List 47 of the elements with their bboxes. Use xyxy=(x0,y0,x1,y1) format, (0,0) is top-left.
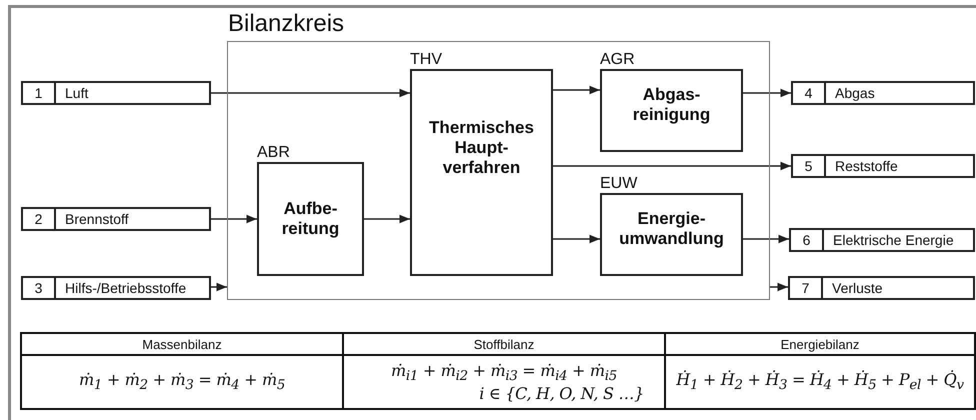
stream-label: Abgas xyxy=(834,85,875,101)
process-label: Energie- umwandlung xyxy=(618,209,725,249)
column-header: Massenbilanz xyxy=(142,336,222,352)
arrow xyxy=(553,86,600,94)
stream-number: 7 xyxy=(790,278,823,298)
stream-number: 4 xyxy=(793,83,826,103)
stream-box xyxy=(791,81,975,105)
arrow xyxy=(770,282,788,292)
formula: ṁ$_{1}$ + ṁ$_{2}$ + ṁ$_{3}$ = ṁ$_{4}$ + ṁ$_{5}$ xyxy=(78,370,286,394)
stream-box xyxy=(791,154,975,178)
stream-label: Brennstoff xyxy=(64,211,129,227)
abbreviation-label: THV xyxy=(410,52,442,68)
stream-number: 2 xyxy=(23,209,56,229)
arrow xyxy=(553,234,600,244)
process-label: Aufbe- reitung xyxy=(280,199,340,239)
stream-label: Reststoffe xyxy=(834,158,898,174)
stream-box xyxy=(789,228,975,252)
abbreviation-label: EUW xyxy=(600,176,638,192)
formula: Ḣ$_{1}$ + Ḣ$_{2}$ + Ḣ$_{3}$ = Ḣ$_{4}$ + Ḣ$_{5}$ + P$_{el}$ + Q̇$_{v}$ xyxy=(676,370,964,394)
boundary-title: Bilanzkreis xyxy=(228,11,344,37)
formula: ṁ$_{i1}$ + ṁ$_{i2}$ + ṁ$_{i3}$ = ṁ$_{i4}$ + ṁ$_{i5}$ xyxy=(390,360,618,384)
arrow xyxy=(743,234,789,244)
abbreviation-label: ABR xyxy=(257,145,290,161)
stream-label: Verluste xyxy=(831,280,883,296)
arrow xyxy=(553,162,791,170)
stream-number: 3 xyxy=(23,278,56,298)
process-label: Abgas- reinigung xyxy=(632,85,712,125)
arrow xyxy=(211,88,410,98)
process-label: Thermisches Haupt- verfahren xyxy=(428,118,535,178)
stream-number: 6 xyxy=(791,230,824,250)
stream-number: 5 xyxy=(793,156,826,176)
stream-number: 1 xyxy=(23,83,56,103)
column-header: Energiebilanz xyxy=(780,336,860,352)
stream-label: Elektrische Energie xyxy=(832,232,954,248)
abbreviation-label: AGR xyxy=(600,52,635,68)
formula: i ∈ {C, H, O, N, S …} xyxy=(478,384,645,404)
stream-box xyxy=(21,276,211,300)
arrow xyxy=(364,214,410,224)
stream-label: Hilfs-/Betriebsstoffe xyxy=(64,280,186,296)
column-header: Stoffbilanz xyxy=(474,336,534,352)
stream-box xyxy=(21,81,211,105)
arrow xyxy=(211,214,257,224)
stream-box xyxy=(788,276,975,300)
stream-label: Luft xyxy=(64,85,88,101)
arrow xyxy=(743,88,791,98)
arrow xyxy=(211,282,227,292)
stream-box xyxy=(21,207,211,231)
